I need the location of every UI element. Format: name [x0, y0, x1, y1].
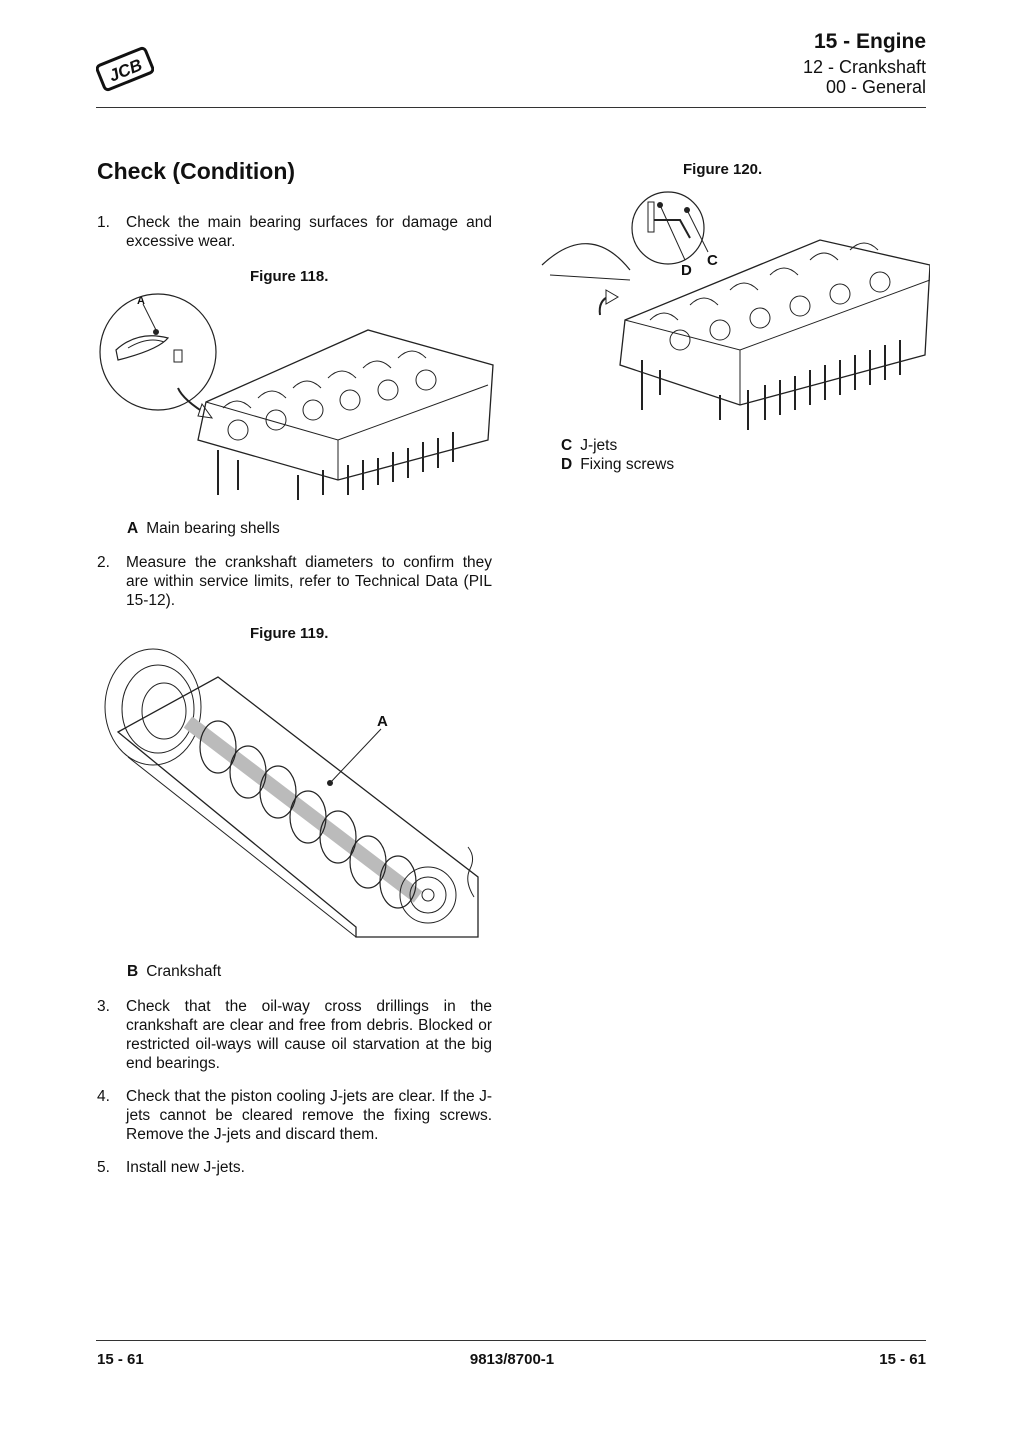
crankshaft-illustration: A [104, 648, 479, 938]
engine-block-jjets-illustration: D C [541, 191, 931, 430]
figure-118-legend: A Main bearing shells [127, 520, 280, 538]
figure-120-caption: Figure 120. [683, 161, 763, 178]
legend-text: Crankshaft [146, 963, 222, 980]
legend-key: D [561, 456, 573, 473]
legend-text: Fixing screws [580, 456, 675, 473]
engine-block-illustration: A [99, 293, 494, 500]
legend-text: Main bearing shells [146, 520, 280, 537]
step-text: Check that the piston cooling J-jets are… [126, 1088, 492, 1143]
document-number: 9813/8700-1 [469, 1351, 555, 1368]
step-number: 5. [97, 1159, 110, 1176]
page-number-left: 15 - 61 [97, 1351, 144, 1368]
legend-text: J-jets [580, 437, 618, 454]
step-number: 3. [97, 998, 110, 1015]
jcb-logo-mark: JCB [95, 46, 155, 92]
figure-120-image: D C [530, 180, 931, 435]
header-divider [96, 107, 926, 108]
step-number: 4. [97, 1088, 110, 1105]
figure-119-image: A [98, 637, 498, 962]
figure-119-legend: B Crankshaft [127, 963, 221, 981]
subsection-title-header: 00 - General [825, 77, 926, 97]
step-text: Check that the oil-way cross drillings i… [126, 998, 492, 1072]
footer-divider [96, 1340, 926, 1341]
step-3: 3. Check that the oil-way cross drilling… [97, 997, 492, 1073]
figure-118-image: A [98, 290, 498, 500]
step-2: 2. Measure the crankshaft diameters to c… [97, 553, 492, 610]
callout-a: A [377, 713, 388, 730]
step-text: Check the main bearing surfaces for dama… [126, 214, 492, 250]
step-text: Install new J-jets. [126, 1159, 245, 1176]
step-number: 1. [97, 214, 110, 231]
step-number: 2. [97, 554, 110, 571]
step-1: 1. Check the main bearing surfaces for d… [97, 213, 492, 251]
chapter-title: 15 - Engine [813, 30, 926, 53]
page-number-right: 15 - 61 [879, 1351, 926, 1368]
jcb-logo: JCB [95, 44, 155, 94]
callout-c: C [707, 252, 718, 269]
step-5: 5. Install new J-jets. [97, 1158, 492, 1177]
legend-key: C [561, 437, 573, 454]
step-4: 4. Check that the piston cooling J-jets … [97, 1087, 492, 1144]
page-title: Check (Condition) [97, 158, 296, 184]
figure-120-legend-d: D Fixing screws [561, 456, 674, 474]
callout-a: A [137, 295, 145, 307]
figure-119-caption: Figure 119. [250, 625, 329, 642]
figure-120-legend-c: C J-jets [561, 437, 617, 455]
step-text: Measure the crankshaft diameters to conf… [126, 554, 492, 609]
legend-key: A [127, 520, 139, 537]
section-title-header: 12 - Crankshaft [802, 57, 926, 77]
callout-d: D [681, 262, 692, 279]
legend-key: B [127, 963, 139, 980]
figure-118-caption: Figure 118. [250, 268, 329, 285]
